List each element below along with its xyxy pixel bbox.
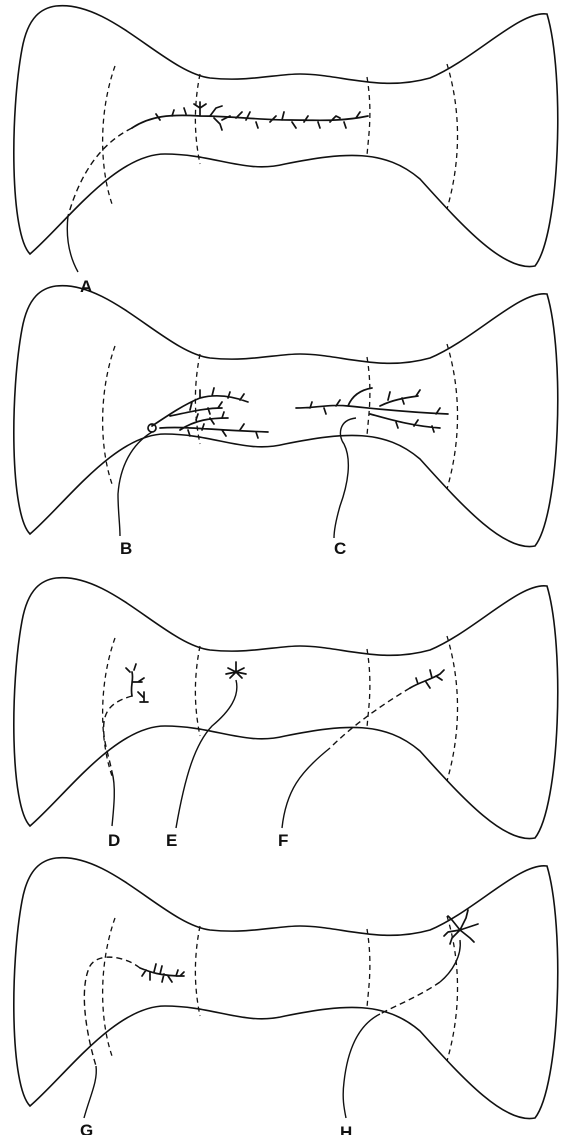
panel-1: A [14,6,558,296]
arbor-a [132,102,368,130]
arbor-c [296,388,448,432]
panel-2: B C [14,286,558,558]
arbor-b [152,388,268,438]
panel-4: G H [14,858,558,1135]
segment-outline [14,578,558,839]
panel-3: D E F [14,578,558,850]
fiber-label-d: D [108,831,120,850]
arbor-h [444,910,478,944]
segment-outline [14,6,558,267]
arbor-g [140,964,184,982]
fiber-label-f: F [278,831,288,850]
arbor-e [226,662,246,678]
segment-outline [14,286,558,547]
fiber-label-c: C [334,539,346,558]
arbor-f [410,670,444,688]
fiber-label-b: B [120,539,132,558]
fiber-label-e: E [166,831,177,850]
fiber-label-h: H [340,1123,352,1135]
fiber-label-g: G [80,1121,93,1135]
fiber-label-a: A [80,277,92,296]
